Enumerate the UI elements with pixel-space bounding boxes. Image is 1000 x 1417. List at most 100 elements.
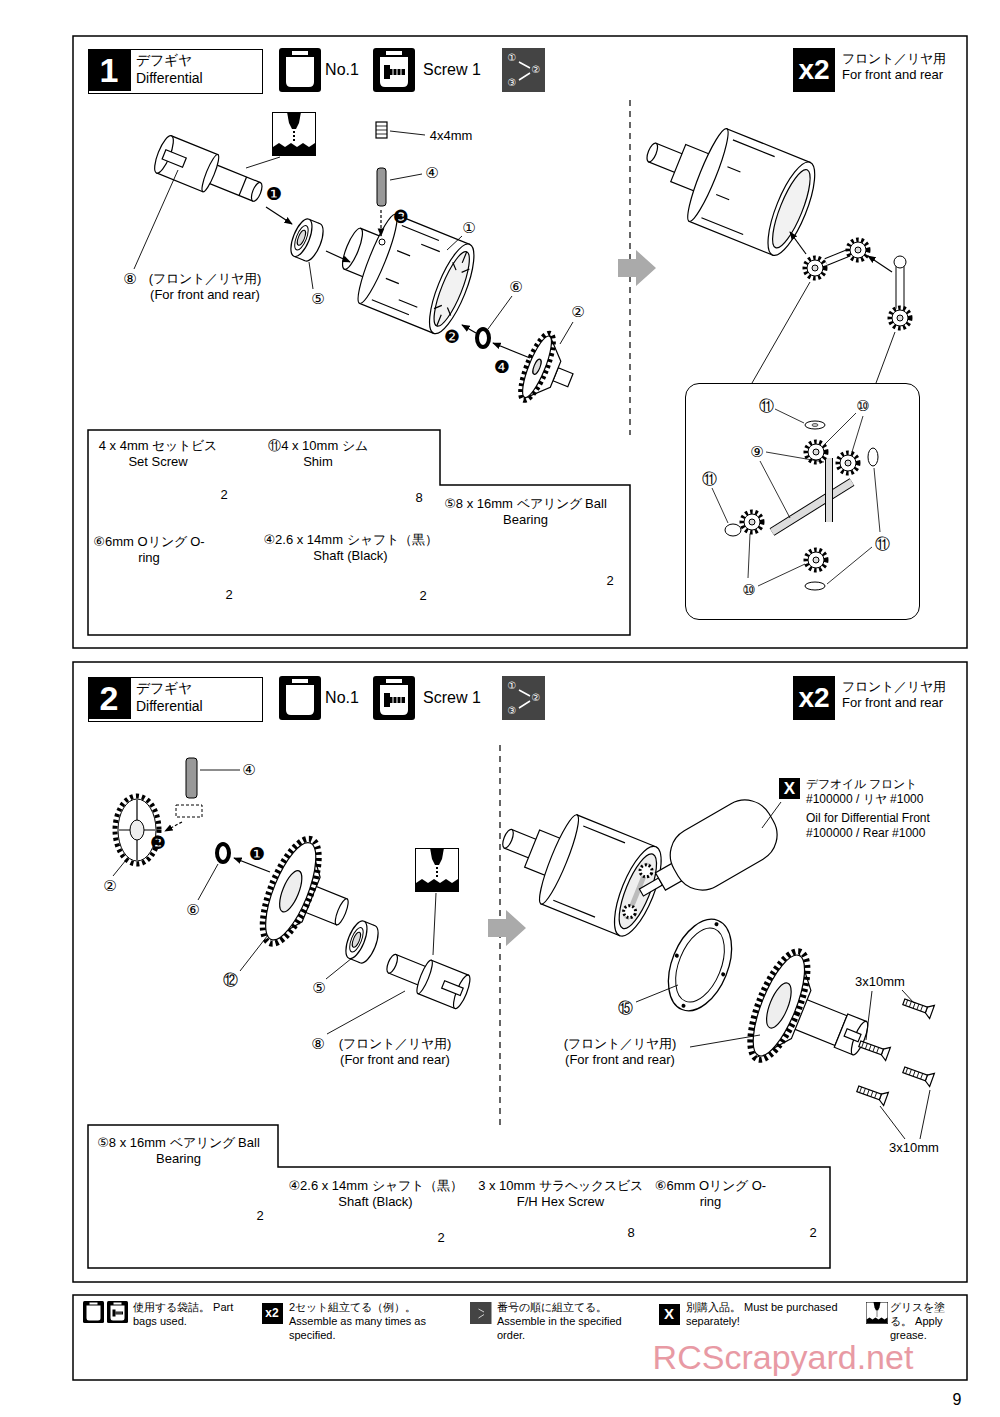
screws (855, 1082, 888, 1105)
diff-case (630, 105, 824, 261)
gasket (721, 972, 726, 977)
pin-outline (176, 805, 202, 817)
leader-line (246, 157, 280, 168)
diff-case (339, 226, 367, 271)
callout-number: ⑧ (123, 270, 136, 288)
ring-gear (255, 837, 325, 946)
assembly-arrow (868, 256, 892, 272)
quantity: 8 (622, 1225, 640, 1241)
legend-icon (262, 1303, 283, 1324)
outdrive-cup (249, 181, 264, 203)
part-name: 4 x 4mm セットビス Set Screw (93, 438, 223, 471)
bearing (287, 216, 328, 264)
diff-case (486, 793, 670, 942)
leader-line (327, 991, 405, 1034)
leader-line (636, 985, 930, 1139)
step-frame (73, 36, 967, 648)
diff-case (701, 140, 774, 235)
quantity: 2 (432, 1230, 450, 1246)
callout-number: ❷ (444, 326, 460, 348)
outdrive-cup (414, 959, 435, 995)
callout-number: ⑮ (618, 999, 633, 1017)
repeat-count: x2 (793, 676, 835, 720)
step-number: 2 (88, 677, 131, 719)
callout-number: ❹ (494, 356, 510, 378)
gasket (656, 910, 744, 1020)
gasket (656, 910, 744, 1020)
spider-detail (805, 582, 825, 590)
callout-number: ⑫ (223, 971, 238, 989)
part-name: 3 x 10mm サラヘックスビス F/H Hex Screw (468, 1178, 653, 1211)
callout-number: ① (508, 680, 517, 692)
leader-line (880, 1106, 905, 1139)
header-icons (373, 48, 415, 92)
callout-number: ⑪ (871, 533, 893, 555)
diff-case (759, 157, 824, 261)
diff-case (645, 142, 660, 164)
header-icons (502, 676, 545, 720)
assembly-illustration (416, 848, 459, 892)
spider-detail (868, 448, 878, 466)
callout-number: ⑤ (311, 290, 324, 308)
part-label: x2 (265, 1306, 278, 1320)
spider-gear-set (805, 258, 825, 278)
outdrive-cup (151, 134, 268, 212)
part-name: ⑥6mm Oリング O-ring (653, 1178, 768, 1211)
leader-line (866, 991, 872, 1040)
quantity: 2 (414, 588, 432, 604)
leader-line (240, 935, 268, 971)
ring-gear (743, 949, 815, 1062)
callout-number: ① (462, 219, 475, 237)
step-header: 2デフギヤ Differential (88, 677, 263, 722)
part-label: 3x10mm (855, 974, 905, 990)
next-arrow (618, 250, 656, 286)
spider-gear-set (848, 240, 868, 260)
callout-number: ② (571, 303, 584, 321)
legend-icon (866, 1302, 888, 1324)
part-label: (フロント／リヤ用) (For front and rear) (556, 1036, 684, 1067)
bearing (342, 918, 383, 966)
oil-note-ja: デフオイル フロント #100000 / リヤ #1000 (806, 777, 962, 807)
legend-icon (107, 1301, 128, 1323)
callout-number: ④ (425, 164, 438, 182)
leader-line (766, 452, 824, 462)
set-screw (376, 122, 387, 138)
leader-line (690, 1035, 760, 1047)
legend-icon (83, 1301, 104, 1323)
part-label: (フロント／リヤ用) (For front and rear) (141, 271, 269, 302)
diff-case (622, 904, 638, 920)
bevel-gear (514, 330, 584, 414)
zoom-line (752, 282, 810, 383)
repeat-note: フロント／リヤ用 For front and rear (842, 679, 962, 712)
screws (901, 995, 934, 1018)
callout-number: ⑩ (852, 395, 874, 417)
part-name: ⑤8 x 16mm ベアリング Ball Bearing (443, 496, 608, 529)
diff-case (501, 828, 516, 850)
callout-number: ⑪ (755, 395, 777, 417)
spider-detail (806, 550, 826, 570)
step-frame (73, 1295, 967, 1380)
legend-icon (659, 1304, 680, 1325)
callout-number: ① (508, 52, 517, 64)
repeat-badge: x2フロント／リヤ用 For front and rear (793, 676, 965, 723)
diff-case (765, 166, 817, 252)
repeat-count: x2 (793, 48, 835, 92)
leader-line (874, 468, 880, 532)
gasket (681, 1003, 686, 1008)
part-name: ④2.6 x 14mm シャフト（黒） Shaft (Black) (278, 1178, 473, 1211)
bevel-gear (115, 796, 159, 864)
leader-line (390, 131, 425, 135)
leader-line (390, 174, 422, 180)
part-label: No.1 (325, 688, 359, 707)
leader-line (712, 409, 880, 586)
gasket (714, 922, 719, 927)
callout-number: ⑨ (746, 441, 768, 463)
outdrive-cup (382, 946, 473, 1011)
spider-gear-set (894, 256, 906, 268)
outdrive-cup (385, 953, 400, 975)
quantity: 8 (410, 490, 428, 506)
ring-gear (844, 1029, 861, 1042)
assembly-arrow (380, 210, 381, 236)
assembly-illustration (273, 112, 316, 156)
